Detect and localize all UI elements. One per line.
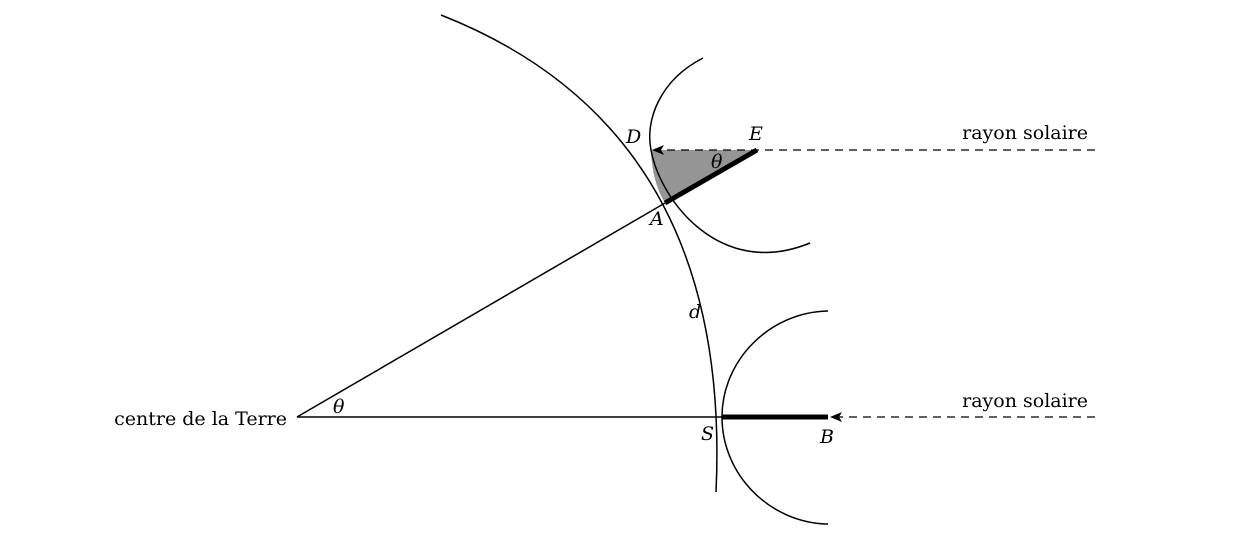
- label-angle-top: θ: [711, 151, 723, 173]
- label-point-b: B: [819, 426, 834, 448]
- label-point-s: S: [701, 423, 714, 445]
- gnomon-top: [663, 147, 759, 206]
- label-angle-center: θ: [333, 396, 345, 418]
- label-point-a: A: [648, 208, 664, 230]
- label-center: centre de la Terre: [114, 408, 287, 430]
- label-ray-top: rayon solaire: [962, 122, 1088, 144]
- label-point-e: E: [748, 123, 763, 145]
- earth-surface-arc: [440, 14, 718, 493]
- radius-line-a: [296, 202, 666, 418]
- label-ray-bottom: rayon solaire: [962, 390, 1088, 412]
- label-point-d: D: [625, 126, 641, 148]
- gnomon-circle-top: [649, 57, 811, 254]
- label-arc-length: d: [689, 301, 701, 323]
